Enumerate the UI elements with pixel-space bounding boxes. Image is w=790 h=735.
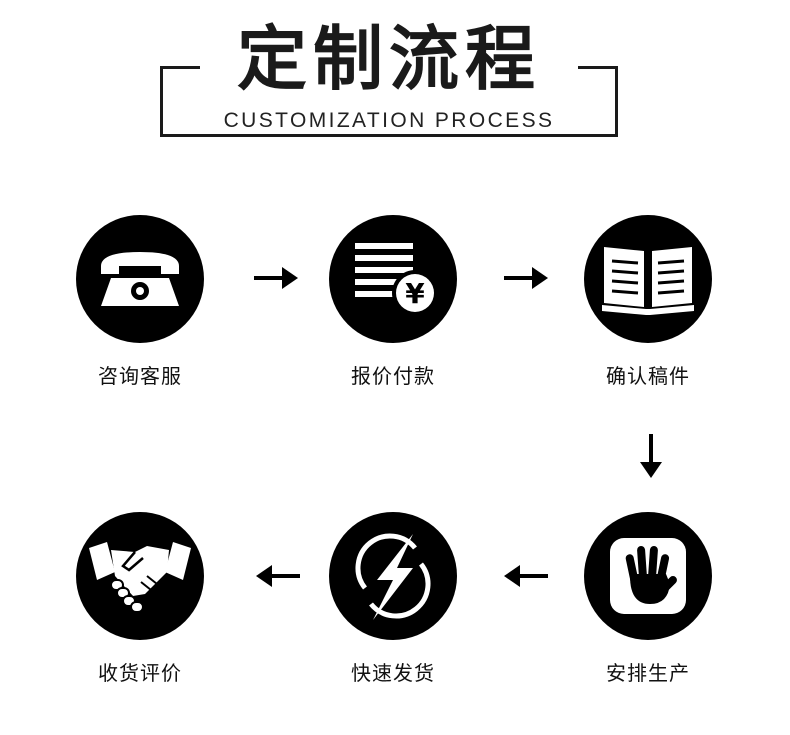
step-consult: 咨询客服 <box>60 215 220 389</box>
step-icon-circle <box>584 215 712 343</box>
hand-icon <box>610 538 686 614</box>
step-receive-review: 收货评价 <box>60 512 220 686</box>
step-label: 收货评价 <box>98 661 182 685</box>
arrow-left-icon <box>504 565 548 587</box>
payment-yen-icon: ¥ <box>355 243 438 316</box>
handshake-icon <box>89 542 191 613</box>
title-frame-corner-right <box>578 66 618 69</box>
arrow-down-icon <box>640 434 662 478</box>
arrow-right-icon <box>504 267 548 289</box>
step-fast-delivery: 快速发货 <box>313 512 473 686</box>
step-label: 咨询客服 <box>98 364 182 388</box>
telephone-icon <box>101 252 179 306</box>
step-production: 安排生产 <box>568 512 728 686</box>
step-label: 报价付款 <box>351 364 435 388</box>
arrow-right-icon <box>254 267 298 289</box>
step-icon-circle <box>76 512 204 640</box>
step-icon-circle <box>584 512 712 640</box>
title-frame <box>160 66 618 137</box>
step-label: 确认稿件 <box>606 364 690 388</box>
step-quote-payment: ¥ 报价付款 <box>313 215 473 389</box>
page-subtitle: CUSTOMIZATION PROCESS <box>223 109 555 132</box>
title-frame-corner-left <box>160 66 200 69</box>
page-title: 定制流程 <box>237 18 541 100</box>
step-label: 安排生产 <box>606 661 690 685</box>
step-label: 快速发货 <box>351 661 435 685</box>
step-confirm-draft: 确认稿件 <box>568 215 728 389</box>
step-icon-circle: ¥ <box>329 215 457 343</box>
arrow-left-icon <box>256 565 300 587</box>
step-icon-circle <box>329 512 457 640</box>
lightning-icon <box>355 533 431 620</box>
step-icon-circle <box>76 215 204 343</box>
yen-glyph: ¥ <box>405 277 425 310</box>
open-book-icon <box>602 247 694 315</box>
